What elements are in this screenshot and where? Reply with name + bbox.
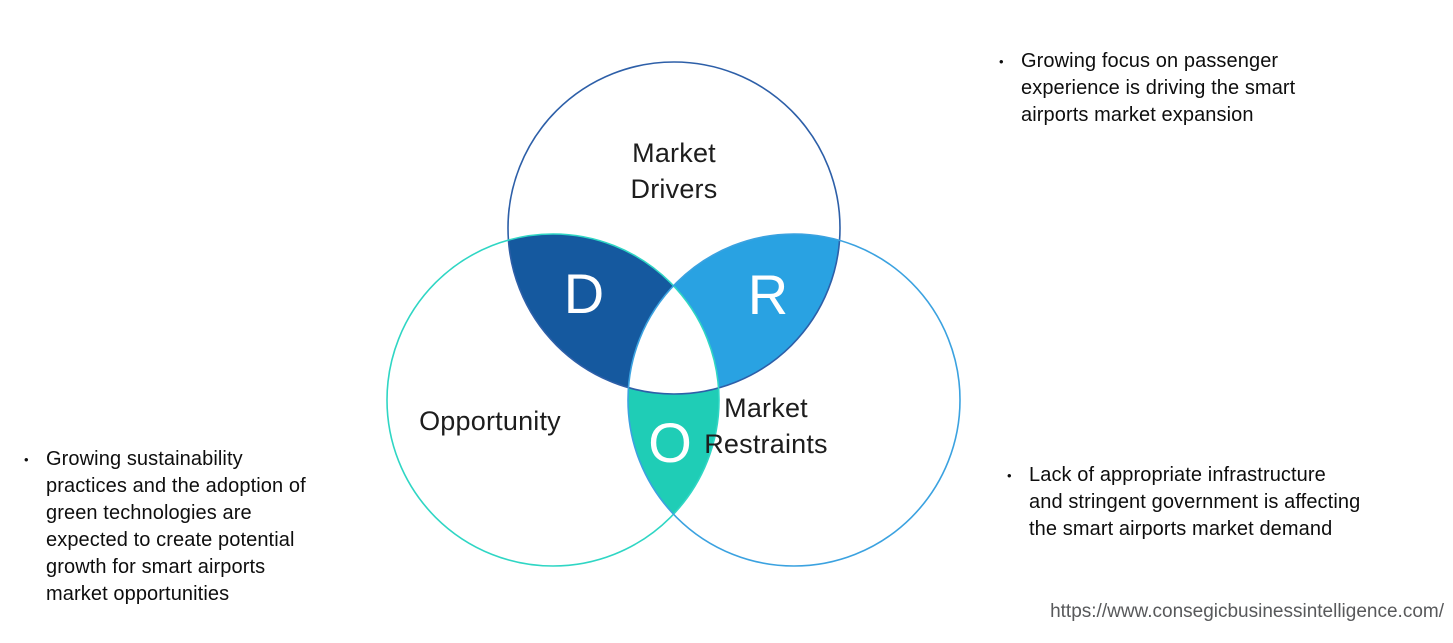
circle-opportunity-outline [386, 233, 720, 567]
region-r-drivers-restraints [628, 234, 840, 394]
bullet-sustainability: • Growing sustainability practices and t… [20, 446, 420, 608]
source-url-link[interactable]: https://www.consegicbusinessintelligence… [1050, 601, 1444, 622]
bullet-passenger-experience-text: Growing focus on passenger experience is… [1021, 50, 1296, 126]
bullet-passenger-experience: • Growing focus on passenger experience … [995, 48, 1395, 129]
bullet-sustainability-text: Growing sustainability practices and the… [46, 448, 306, 605]
letter-o: O [648, 411, 692, 474]
label-market-restraints: Market Restraints [704, 393, 828, 459]
region-d-drivers-opportunity [508, 234, 719, 394]
bullet-dot-icon: • [999, 54, 1004, 69]
bullet-infrastructure-text: Lack of appropriate infrastructure and s… [1029, 464, 1361, 540]
label-opportunity: Opportunity [419, 406, 561, 436]
letter-r: R [747, 263, 789, 326]
bullet-dot-icon: • [24, 452, 29, 467]
bullet-dot-icon: • [1007, 468, 1012, 483]
circle-market-restraints-outline [627, 233, 961, 567]
label-market-drivers: Market Drivers [630, 138, 718, 204]
bullet-infrastructure: • Lack of appropriate infrastructure and… [1003, 462, 1443, 543]
letter-d: D [563, 262, 605, 325]
circle-market-drivers-outline [507, 61, 841, 395]
